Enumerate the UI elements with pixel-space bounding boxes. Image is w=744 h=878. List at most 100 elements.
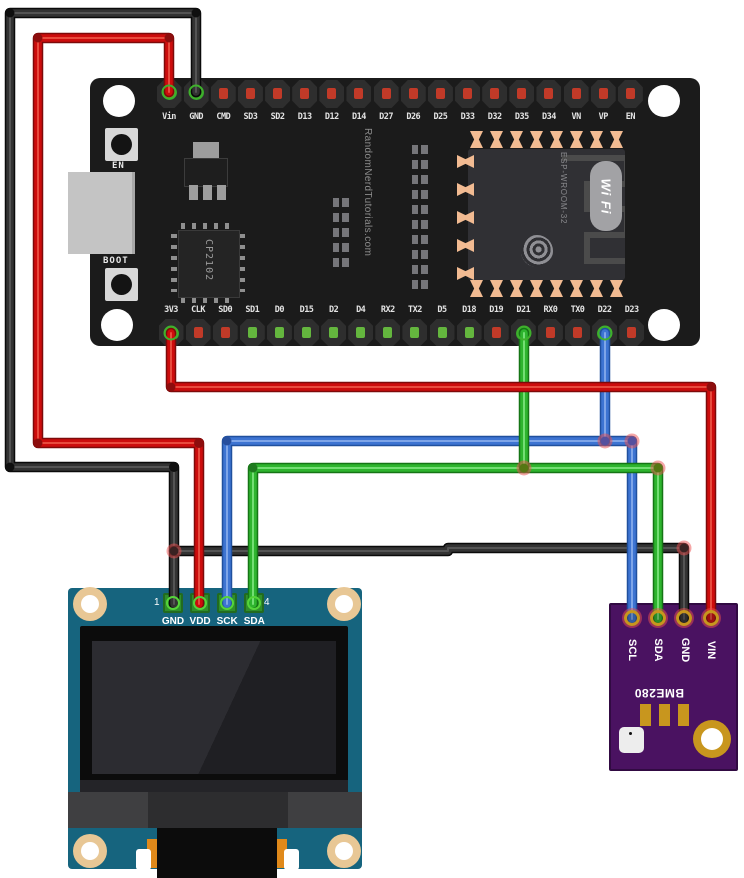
oled-notch bbox=[136, 849, 151, 870]
esp32-vin-connection bbox=[161, 84, 177, 100]
castellated-pad bbox=[490, 280, 503, 297]
esp32-mount-hole bbox=[648, 85, 680, 117]
pin-label: D26 bbox=[406, 112, 421, 122]
pin-label: RX2 bbox=[380, 305, 395, 315]
esp32-3v3-connection bbox=[163, 325, 179, 341]
bme280-vin-connection bbox=[703, 610, 719, 626]
castellated-pads-bottom bbox=[470, 280, 630, 298]
castellated-pad bbox=[550, 131, 563, 148]
castellated-pad bbox=[550, 280, 563, 297]
castellated-pad bbox=[570, 280, 583, 297]
pin-label: D12 bbox=[324, 112, 339, 122]
pin-label: D4 bbox=[356, 305, 366, 315]
castellated-pad bbox=[490, 131, 503, 148]
esp32-d22-connection bbox=[597, 325, 613, 341]
pin-label: RX0 bbox=[543, 305, 558, 315]
oled-flex-connector bbox=[157, 828, 277, 878]
pin-label: D15 bbox=[299, 305, 314, 315]
castellated-pad bbox=[610, 131, 623, 148]
regulator-leg bbox=[203, 185, 212, 200]
pin-pad bbox=[598, 88, 608, 99]
oled-mount-hole bbox=[73, 834, 107, 868]
oled-sck-connection bbox=[220, 596, 234, 610]
pin-pad bbox=[408, 88, 418, 99]
espressif-logo bbox=[521, 235, 553, 267]
esp32-gnd-connection bbox=[188, 84, 204, 100]
pin-label: D23 bbox=[624, 305, 639, 315]
oled-flex-tab bbox=[277, 839, 287, 868]
bme280-scl-connection bbox=[624, 610, 640, 626]
castellated-pad bbox=[470, 131, 483, 148]
bme280-sda-connection bbox=[650, 610, 666, 626]
via-column bbox=[333, 198, 349, 268]
pin-label: D22 bbox=[597, 305, 612, 315]
pin-label: CMD bbox=[216, 112, 231, 122]
pin-label: SD3 bbox=[243, 112, 258, 122]
pin-label: D5 bbox=[437, 305, 447, 315]
pin-pad bbox=[218, 88, 228, 99]
pin-label: VN bbox=[571, 112, 581, 122]
pin-pad bbox=[463, 88, 473, 99]
pin-label: SD1 bbox=[245, 305, 260, 315]
castellated-pad bbox=[590, 131, 603, 148]
bme280-sensor-chip bbox=[619, 727, 644, 753]
castellated-pad bbox=[570, 131, 583, 148]
pin-label: D35 bbox=[514, 112, 529, 122]
pin-pad bbox=[490, 88, 500, 99]
pin-pad bbox=[625, 88, 635, 99]
oled-screen bbox=[92, 641, 336, 774]
silkscreen-text: RandomNerdTutorials.com bbox=[362, 128, 373, 257]
pin-pad bbox=[354, 88, 364, 99]
bme280-pin-label: SCL bbox=[626, 639, 638, 661]
castellated-pad bbox=[510, 131, 523, 148]
oled-sda-connection bbox=[247, 596, 261, 610]
pin-pad bbox=[300, 88, 310, 99]
castellated-pads-top bbox=[470, 131, 630, 149]
castellated-pad bbox=[530, 280, 543, 297]
pin-label: D0 bbox=[274, 305, 285, 315]
oled-lower-strip bbox=[80, 780, 348, 792]
castellated-pad bbox=[610, 280, 623, 297]
oled-vdd-connection bbox=[193, 596, 207, 610]
pin-pad bbox=[517, 88, 527, 99]
pin-label: D18 bbox=[462, 305, 477, 315]
pin-pad bbox=[544, 88, 554, 99]
cp2102-pins-right bbox=[239, 234, 245, 292]
oled-flex-tab bbox=[147, 839, 157, 868]
pin-pad bbox=[571, 88, 581, 99]
pin-label: D34 bbox=[542, 112, 556, 122]
pin-label: SD2 bbox=[270, 112, 285, 122]
pin-label: D32 bbox=[487, 112, 502, 122]
bme280-pad-bar bbox=[678, 704, 689, 726]
oled-gnd-connection bbox=[166, 596, 180, 610]
bme280-pin-label: GND bbox=[678, 637, 691, 663]
cp2102-pins-bottom bbox=[181, 297, 236, 303]
esp32-d21-connection bbox=[516, 325, 532, 341]
castellated-pad bbox=[510, 280, 523, 297]
bme280-pad-bar bbox=[640, 704, 651, 726]
bme280-pin-label: SDA bbox=[652, 638, 665, 662]
pin-label: D13 bbox=[297, 112, 312, 122]
pin-label: D14 bbox=[352, 112, 366, 122]
pin-label: TX0 bbox=[570, 305, 585, 315]
castellated-pad bbox=[470, 280, 483, 297]
oled-notch bbox=[284, 849, 299, 870]
bme280-title: BME280 bbox=[634, 686, 684, 700]
cp2102-label: CP2102 bbox=[203, 239, 214, 282]
bme280-gnd-connection bbox=[676, 610, 692, 626]
pin-label: D19 bbox=[489, 305, 504, 315]
pin-label: D2 bbox=[328, 305, 339, 315]
pin-label: D25 bbox=[433, 112, 448, 122]
bme280-pad-bar bbox=[659, 704, 670, 726]
wroom-module-label: ESP-WROOM-32 bbox=[559, 152, 568, 225]
bme280-mount-hole bbox=[693, 720, 731, 758]
pin-label: D27 bbox=[379, 112, 394, 122]
pin-label: D21 bbox=[516, 305, 531, 315]
bme280-pin-label: VIN bbox=[704, 640, 717, 660]
pin-pad bbox=[381, 88, 391, 99]
pin-label: D33 bbox=[460, 112, 475, 122]
cp2102-pins-top bbox=[181, 223, 236, 229]
pin-label: SD0 bbox=[218, 305, 233, 315]
pin-pad bbox=[327, 88, 337, 99]
